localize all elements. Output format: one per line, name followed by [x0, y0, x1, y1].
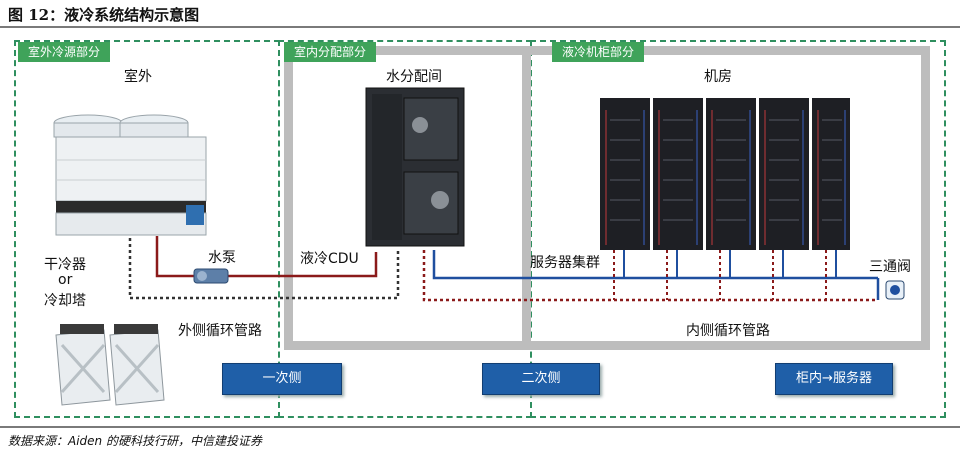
outdoor-zone-tag: 室外冷源部分 [18, 42, 111, 62]
cooling-tower-label: 冷却塔 [44, 293, 86, 309]
title-rule [0, 26, 960, 28]
cabinet-zone-tag: 液冷机柜部分 [552, 42, 645, 62]
secondary-side-button[interactable]: 二次侧 [482, 363, 600, 395]
three-way-valve-icon [885, 280, 905, 300]
pump-label: 水泵 [208, 250, 236, 266]
inner-loop-label: 内侧循环管路 [686, 323, 770, 339]
server-cluster-label: 服务器集群 [530, 255, 600, 271]
pump-icon [193, 268, 229, 284]
dry-cooler-icon [55, 324, 165, 406]
inner-loop-pipes [422, 250, 880, 302]
figure-source: 数据来源：Aiden 的硬科技行研，中信建投证券 [8, 434, 262, 448]
figure-title: 图 12：液冷系统结构示意图 [8, 6, 200, 24]
in-cabinet-button[interactable]: 柜内→服务器 [775, 363, 893, 395]
indoor-zone-tag: 室内分配部分 [284, 42, 377, 62]
cabinet-zone [530, 40, 946, 418]
outer-loop-pipes [128, 236, 400, 300]
cdu-icon [365, 87, 465, 247]
machine-room-label: 机房 [704, 69, 732, 85]
or-label: or [58, 272, 73, 288]
room-divider [522, 46, 531, 350]
cooling-tower-icon [53, 114, 207, 236]
water-room-label: 水分配间 [386, 69, 442, 85]
cdu-label: 液冷CDU [300, 251, 359, 267]
primary-side-button[interactable]: 一次侧 [222, 363, 342, 395]
three-way-valve-label: 三通阀 [869, 259, 911, 275]
source-rule [0, 426, 960, 428]
dry-cooler-label: 干冷器 [44, 257, 86, 273]
outer-loop-label: 外侧循环管路 [178, 323, 262, 339]
server-racks-icon [600, 98, 850, 250]
outdoor-label: 室外 [124, 69, 152, 85]
